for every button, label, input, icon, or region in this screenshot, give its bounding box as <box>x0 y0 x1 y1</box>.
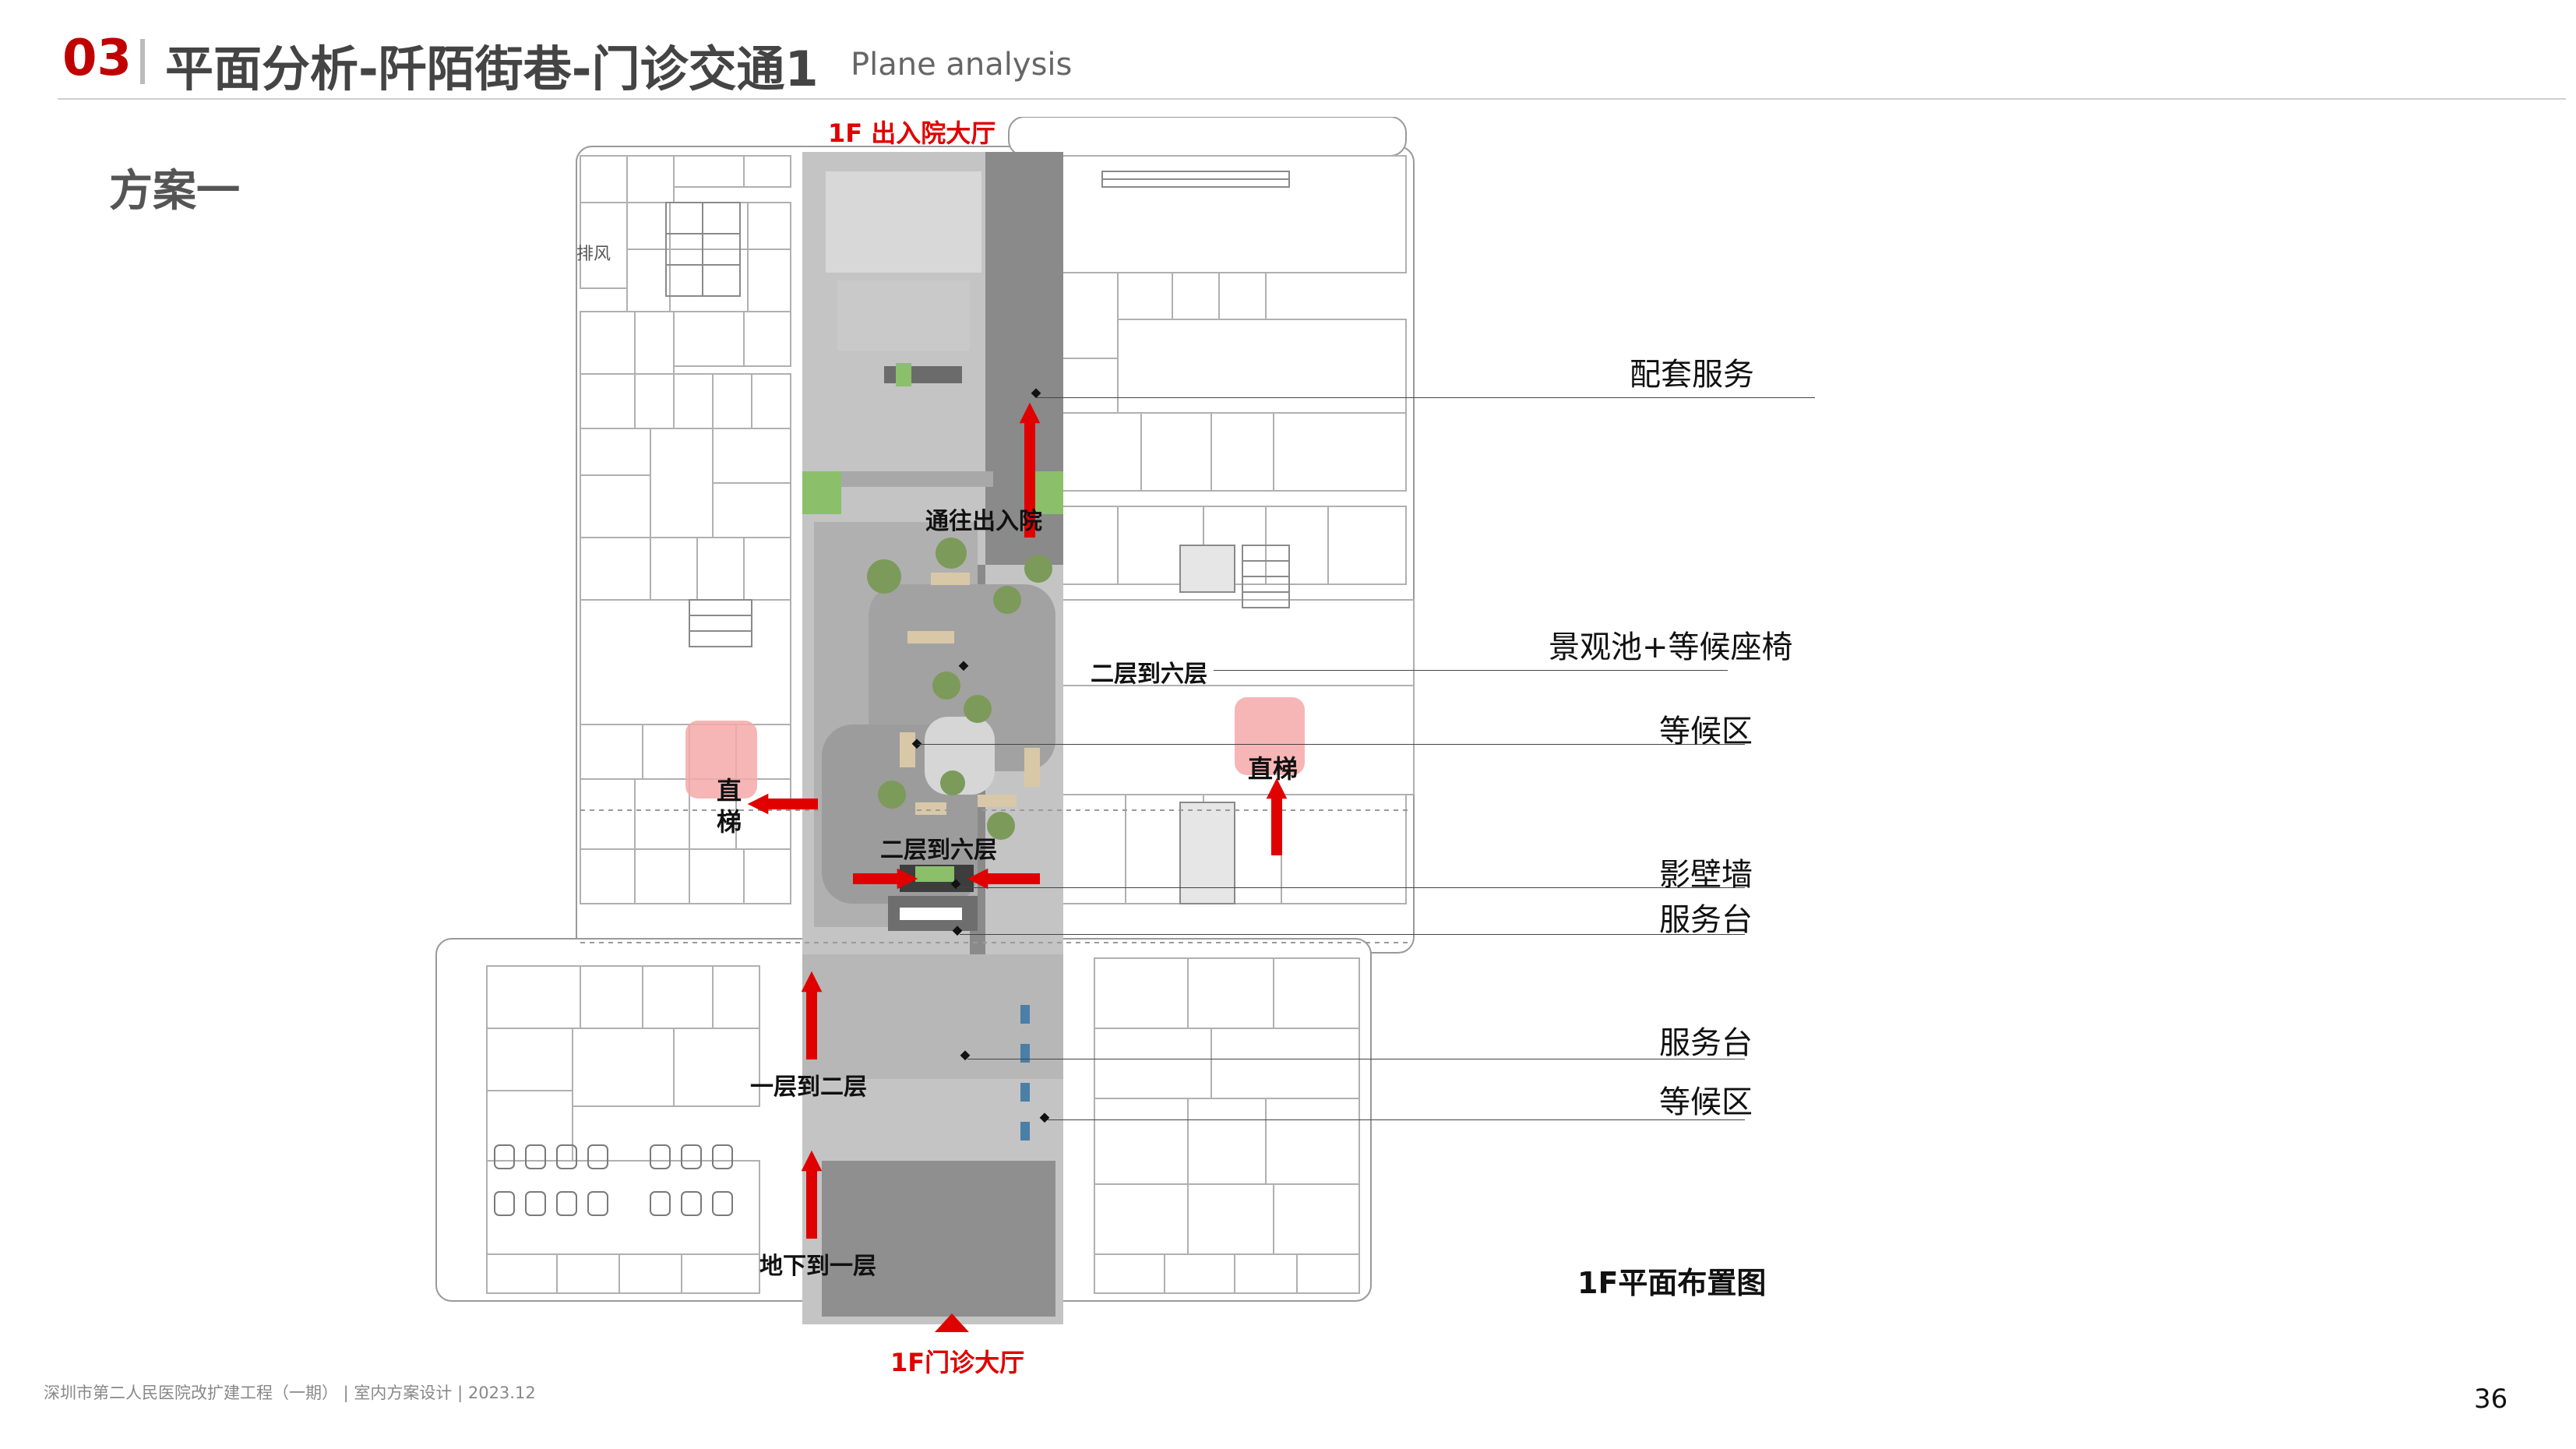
upper-block-2 <box>837 280 970 351</box>
label-floor-2-6-center: 二层到六层 <box>880 837 997 864</box>
elevator-highlight-left <box>685 721 757 799</box>
lower-wing-rooms <box>486 957 1360 1294</box>
plan-title: 1F平面布置图 <box>1577 1266 1767 1300</box>
bottom-entrance-marker <box>935 1313 969 1332</box>
section-number: 03 <box>62 30 132 87</box>
callout-waiting-area-1: 等候区 <box>1659 714 1753 749</box>
header-divider <box>140 39 145 84</box>
green-strip-left <box>802 471 841 514</box>
elevator-highlight-right <box>1235 697 1305 775</box>
leader-line-4 <box>957 887 1745 888</box>
service-desk-top <box>900 908 962 920</box>
callout-landscape-pool: 景观池+等候座椅 <box>1549 629 1793 665</box>
left-core <box>665 202 752 647</box>
bottom-entrance-label: 1F门诊大厅 <box>890 1348 1025 1377</box>
footer-text: 深圳市第二人民医院改扩建工程（一期） | 室内方案设计 | 2023.12 <box>44 1384 536 1402</box>
floor-plan <box>435 117 1415 1324</box>
leader-line-2 <box>1214 670 1728 671</box>
label-elevator-right: 直梯 <box>1248 754 1299 784</box>
label-to-inpatient: 通往出入院 <box>925 508 1042 535</box>
plaza-center <box>925 717 995 795</box>
leader-line-5 <box>960 934 1745 935</box>
screen-wall-planter <box>915 866 954 882</box>
plaza-trees <box>867 538 1052 840</box>
flow-arrows <box>747 402 1288 1239</box>
cross-bar <box>802 471 993 487</box>
right-details <box>1101 171 1290 904</box>
callout-screen-wall: 影壁墙 <box>1659 857 1753 893</box>
label-floor-2-6-right: 二层到六层 <box>1091 661 1207 688</box>
lower-dark-block <box>822 1161 1055 1317</box>
page-subtitle: Plane analysis <box>851 47 1073 83</box>
zone-dividers <box>580 809 1410 943</box>
plaza-benches <box>900 573 1040 815</box>
callout-service-desk-2: 服务台 <box>1659 1025 1753 1061</box>
callout-waiting-area-2: 等候区 <box>1659 1084 1753 1120</box>
callout-service-desk-1: 服务台 <box>1659 902 1753 938</box>
leader-line-1 <box>1036 397 1815 398</box>
furniture-chairs <box>494 1144 733 1216</box>
lower-zone <box>802 954 1063 1079</box>
upper-light-block <box>826 171 981 273</box>
label-basement-1: 地下到一层 <box>759 1253 876 1280</box>
leader-line-7 <box>1047 1119 1745 1120</box>
label-floor-1-2: 一层到二层 <box>750 1074 867 1101</box>
service-kiosks <box>1020 1005 1030 1141</box>
header-rule <box>58 98 2566 100</box>
scheme-label: 方案一 <box>109 166 240 217</box>
callout-support-services: 配套服务 <box>1630 357 1754 393</box>
planter-green <box>896 363 911 386</box>
label-elevator-left: 直 梯 <box>717 776 742 837</box>
leader-line-3 <box>918 744 1745 745</box>
page-number: 36 <box>2474 1384 2508 1415</box>
page-title: 平面分析-阡陌街巷-门诊交通1 <box>165 41 819 97</box>
left-wing-rooms <box>580 155 791 904</box>
top-entrance-label: 1F 出入院大厅 <box>828 118 996 148</box>
room-label-exhaust: 排风 <box>576 245 611 264</box>
